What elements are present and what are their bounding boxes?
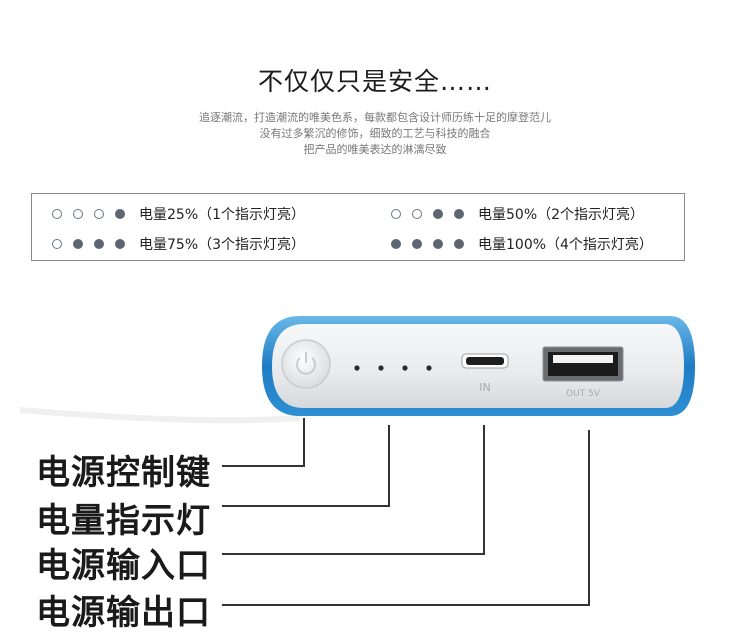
indicator-dot-icon — [454, 239, 464, 249]
indicator-dot-icon — [412, 239, 422, 249]
indicator-dots — [52, 209, 125, 219]
device-diagram: IN OUT 5V 电源控制键 电量指示灯 电源输入口 电源输出口 — [0, 300, 750, 643]
indicator-dot-icon — [433, 239, 443, 249]
indicator-dot-icon — [52, 209, 62, 219]
indicator-dot-icon — [94, 239, 104, 249]
indicator-dot-icon — [115, 209, 125, 219]
indicator-dot-icon — [73, 239, 83, 249]
indicator-dot-icon — [52, 239, 62, 249]
indicator-dot-icon — [94, 209, 104, 219]
callout-label-input: 电源输入口 — [36, 546, 211, 586]
power-icon — [296, 357, 316, 375]
callout-line-output — [222, 430, 590, 606]
description-line: 没有过多繁沉的修饰，细致的工艺与科技的融合 — [259, 127, 491, 140]
indicator-dot-icon — [115, 239, 125, 249]
device-illustration: IN OUT 5V — [19, 316, 695, 606]
legend-label: 电量75%（3个指示灯亮） — [139, 237, 306, 253]
micro-usb-port — [461, 353, 509, 369]
indicator-dot-icon — [391, 209, 401, 219]
indicator-dot-icon — [412, 209, 422, 219]
legend-item-100: 电量100%（4个指示灯亮） — [391, 233, 653, 255]
description-line: 追逐潮流，打造潮流的唯美色系，每款都包含设计师历练十足的摩登范儿 — [199, 111, 551, 124]
indicator-dot-icon — [433, 209, 443, 219]
indicator-dot-icon — [73, 209, 83, 219]
port-out-label: OUT 5V — [566, 389, 601, 399]
callout-label-output: 电源输出口 — [36, 593, 211, 633]
indicator-dots — [52, 239, 125, 249]
indicator-dots — [391, 239, 464, 249]
callout-line-power — [222, 418, 305, 467]
legend-label: 电量25%（1个指示灯亮） — [139, 207, 306, 223]
indicator-dot-icon — [391, 239, 401, 249]
usb-a-port — [542, 346, 624, 382]
indicator-leds — [354, 365, 432, 371]
page-title: 不仅仅只是安全…… — [257, 67, 492, 96]
legend-label: 电量50%（2个指示灯亮） — [478, 207, 645, 223]
callout-label-indicator: 电量指示灯 — [36, 501, 211, 541]
legend-label: 电量100%（4个指示灯亮） — [478, 237, 653, 253]
legend-item-50: 电量50%（2个指示灯亮） — [391, 203, 644, 225]
product-description: 追逐潮流，打造潮流的唯美色系，每款都包含设计师历练十足的摩登范儿 没有过多繁沉的… — [0, 110, 750, 158]
legend-item-75: 电量75%（3个指示灯亮） — [52, 233, 305, 255]
legend-item-25: 电量25%（1个指示灯亮） — [52, 203, 305, 225]
power-button[interactable] — [281, 339, 331, 389]
callout-label-power: 电源控制键 — [36, 453, 211, 493]
indicator-dots — [391, 209, 464, 219]
callout-line-indicator — [222, 425, 390, 507]
indicator-legend: 电量25%（1个指示灯亮） 电量50%（2个指示灯亮） 电量75%（3个指示灯亮… — [31, 193, 685, 261]
port-in-label: IN — [479, 381, 490, 394]
description-line: 把产品的唯美表达的淋漓尽致 — [303, 143, 447, 156]
callout-line-input — [222, 425, 485, 555]
indicator-dot-icon — [454, 209, 464, 219]
